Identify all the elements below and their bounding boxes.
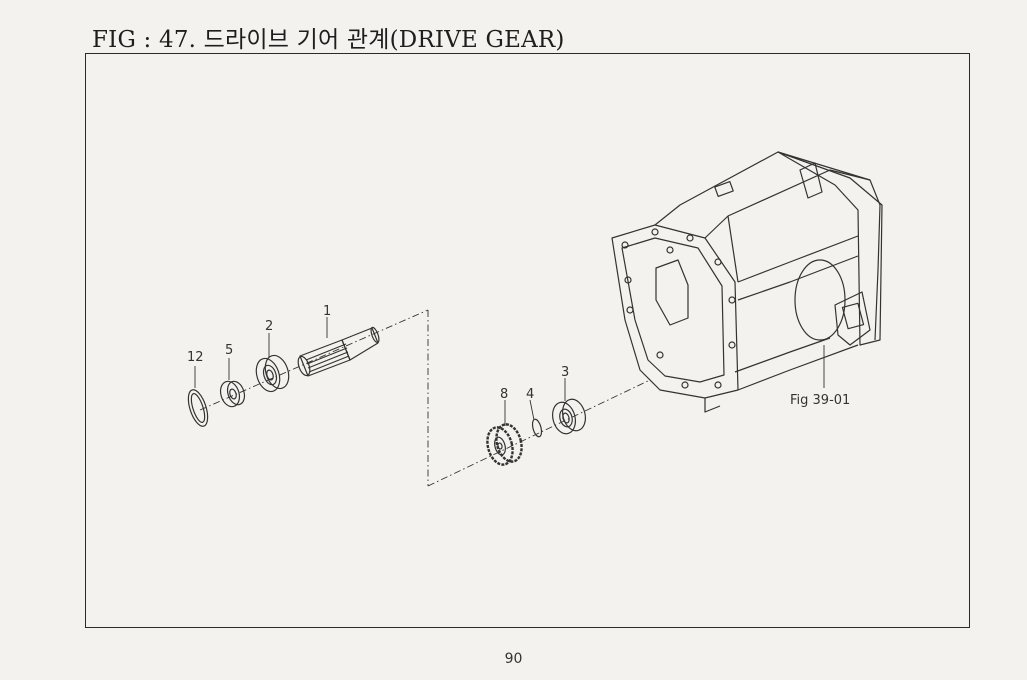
callout-label-12: 12 bbox=[187, 350, 204, 365]
figure-title: FIG : 47. 드라이브 기어 관계(DRIVE GEAR) bbox=[92, 27, 565, 53]
callout-label-5: 5 bbox=[225, 343, 233, 358]
snap-ring-part-12 bbox=[187, 389, 209, 427]
callout-leaders bbox=[194, 317, 825, 426]
reference-label: Fig 39-01 bbox=[790, 393, 850, 408]
page-number: 90 bbox=[504, 651, 523, 667]
washer-part-5 bbox=[219, 380, 246, 408]
diagram-frame bbox=[85, 53, 970, 628]
snap-ring-part-4 bbox=[531, 418, 543, 438]
bearing-part-2 bbox=[255, 354, 290, 393]
callout-label-3: 3 bbox=[561, 365, 569, 380]
callout-label-2: 2 bbox=[265, 319, 273, 334]
callout-label-4: 4 bbox=[526, 387, 534, 402]
transmission-housing bbox=[611, 151, 883, 413]
assembly-centerline bbox=[199, 309, 651, 487]
callout-label-8: 8 bbox=[500, 387, 508, 402]
drive-gear-part-8 bbox=[486, 423, 523, 466]
callout-label-1: 1 bbox=[323, 304, 331, 319]
drive-shaft-part-1 bbox=[297, 326, 380, 377]
bearing-part-3 bbox=[551, 398, 587, 435]
